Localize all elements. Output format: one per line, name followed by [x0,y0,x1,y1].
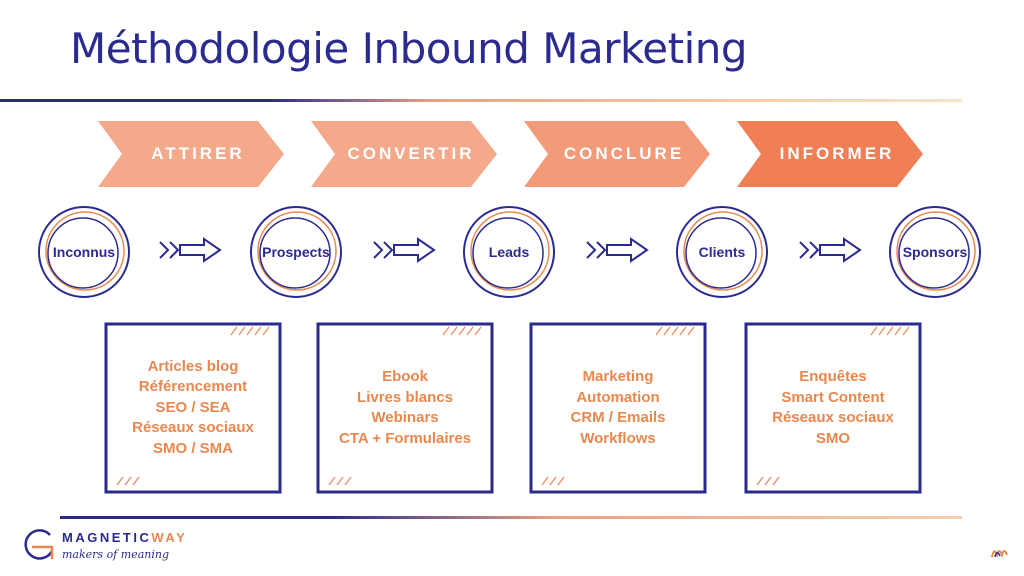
brand-accent: WAY [151,530,188,545]
item-list: Marketing Automation CRM / Emails Workfl… [570,367,665,449]
box-conclure: Marketing Automation CRM / Emails Workfl… [528,321,708,495]
list-item: Workflows [580,429,656,447]
phase-label: ATTIRER [151,144,245,163]
phase-label: CONVERTIR [347,144,475,163]
arrow-right-icon [373,237,436,263]
phase-informer: INFORMER [737,121,923,187]
box-attirer: Articles blog Référencement SEO / SEA Ré… [103,321,283,495]
footer-divider [60,516,962,519]
arrow-right-icon [586,237,649,263]
item-list: Articles blog Référencement SEO / SEA Ré… [132,357,254,460]
circle-shape [250,206,342,298]
list-item: Marketing [582,368,654,385]
stage-label: Inconnus [52,244,116,260]
stage-label: Clients [698,244,746,260]
brand-tagline: makers of meaning [62,548,169,561]
list-item: Référencement [138,378,248,396]
magneticway-logo-icon [24,529,54,560]
chevron-shape [524,121,710,187]
stage-label: Leads [488,244,530,260]
chevron-shape [311,121,497,187]
list-item: SMO [815,429,851,447]
stage-label: Prospects [262,244,330,260]
list-item: CRM / Emails [570,409,666,426]
phase-convertir: CONVERTIR [311,121,497,187]
list-item: Enquêtes [799,368,867,385]
item-list: Ebook Livres blancs Webinars CTA + Formu… [339,367,471,449]
list-item: Réseaux sociaux [772,409,894,426]
list-item: Articles blog [147,357,239,375]
corner-logo-icon [991,550,1008,559]
box-frame [529,322,707,494]
list-item: Ebook [382,368,428,385]
brand-main: MAGNETIC [62,530,152,545]
box-convertir: Ebook Livres blancs Webinars CTA + Formu… [315,321,495,495]
list-item: Automation [576,388,660,406]
box-frame [104,322,282,494]
circle-shape [676,206,768,298]
brand-name: MAGNETICWAY [62,530,187,545]
stage-prospects: Prospects [248,204,344,300]
list-item: Livres blancs [357,388,453,406]
list-item: Webinars [371,409,439,426]
stage-label: Sponsors [902,244,968,260]
list-item: Smart Content [781,388,885,406]
circle-shape [889,206,981,298]
box-informer: Enquêtes Smart Content Réseaux sociaux S… [743,321,923,495]
title-divider [0,99,962,102]
list-item: Réseaux sociaux [132,419,254,437]
box-frame [316,322,494,494]
chevron-shape [98,121,284,187]
phase-label: CONCLURE [563,144,685,163]
phase-conclure: CONCLURE [524,121,710,187]
phase-attirer: ATTIRER [98,121,284,187]
list-item: SEO / SEA [155,398,231,416]
page-title: Méthodologie Inbound Marketing [70,24,748,73]
arrow-right-icon [799,237,862,263]
list-item: SMO / SMA [152,439,233,457]
circle-shape [38,206,130,298]
box-frame [744,322,922,494]
item-list: Enquêtes Smart Content Réseaux sociaux S… [772,367,894,449]
stage-sponsors: Sponsors [887,204,983,300]
list-item: CTA + Formulaires [338,429,472,447]
phase-label: INFORMER [779,144,895,163]
circle-shape [463,206,555,298]
stage-leads: Leads [461,204,557,300]
arrow-right-icon [159,237,222,263]
stage-inconnus: Inconnus [36,204,132,300]
chevron-shape [737,121,923,187]
stage-clients: Clients [674,204,770,300]
